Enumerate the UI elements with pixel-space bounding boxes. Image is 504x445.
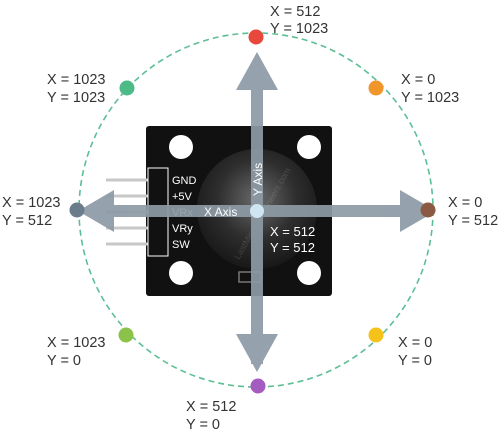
y-axis-label: Y Axis	[251, 163, 265, 196]
position-label-right-x: X = 0	[448, 195, 482, 211]
pin-label-gnd: GND	[172, 175, 197, 187]
position-dot-bottom-left	[118, 327, 134, 343]
position-label-top-left-x: X = 1023	[47, 72, 105, 88]
position-dot-bottom-right	[368, 327, 384, 343]
position-label-bottom-left-y: Y = 0	[47, 353, 81, 369]
position-label-bottom-y: Y = 0	[186, 417, 220, 433]
position-dot-right	[420, 202, 436, 218]
mounting-hole-tr	[297, 135, 321, 159]
pin-label-sw: SW	[172, 239, 190, 251]
center-y-text: Y = 512	[270, 240, 315, 255]
pin-label-5v: +5V	[172, 191, 193, 203]
position-label-left-x: X = 1023	[2, 195, 60, 211]
position-label-bottom-x: X = 512	[186, 399, 236, 415]
position-dot-top-right	[368, 80, 384, 96]
position-label-top-x: X = 512	[270, 4, 320, 20]
mounting-hole-bl	[169, 261, 193, 285]
position-label-right-y: Y = 512	[448, 213, 498, 229]
position-dot-left	[69, 202, 85, 218]
position-label-top-right-y: Y = 1023	[401, 90, 459, 106]
position-dot-bottom	[250, 378, 266, 394]
mounting-hole-tl	[169, 135, 193, 159]
position-label-top-y: Y = 1023	[270, 21, 328, 37]
x-axis-label: X Axis	[204, 205, 237, 219]
position-label-bottom-right-x: X = 0	[398, 335, 432, 351]
position-dot-top	[248, 29, 264, 45]
position-label-bottom-left-x: X = 1023	[47, 335, 105, 351]
position-label-top-right-x: X = 0	[401, 72, 435, 88]
position-label-left-y: Y = 512	[2, 213, 52, 229]
center-x-text: X = 512	[270, 224, 315, 239]
position-dot-top-left	[119, 80, 135, 96]
position-label-bottom-right-y: Y = 0	[398, 353, 432, 369]
position-label-top-left-y: Y = 1023	[47, 90, 105, 106]
pin-label-vry: VRy	[172, 223, 193, 235]
mounting-hole-br	[297, 261, 321, 285]
center-dot	[250, 204, 264, 218]
